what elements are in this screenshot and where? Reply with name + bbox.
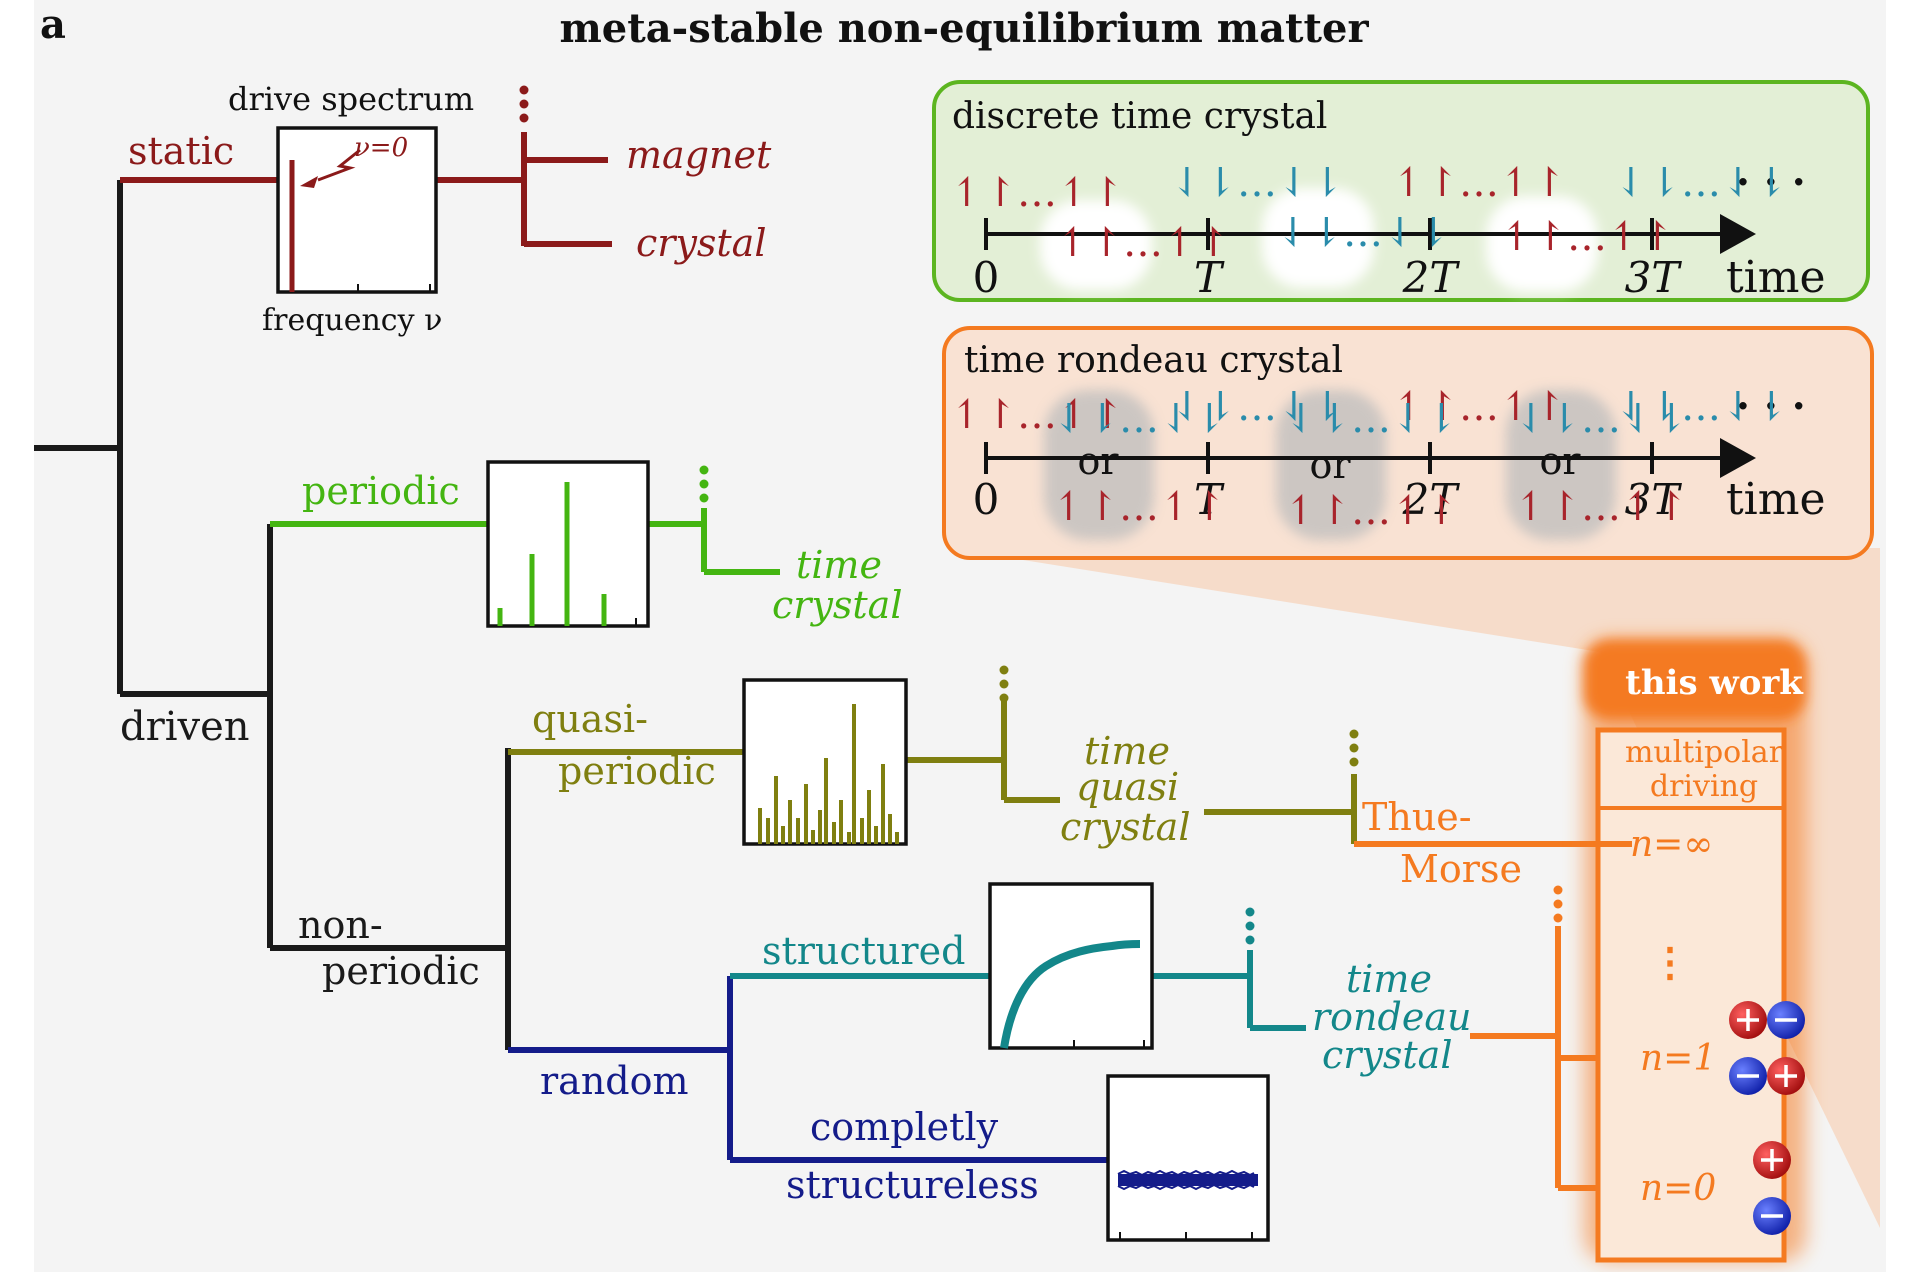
trc-spin-up-0: ↿↾…↿↾ <box>950 392 1124 438</box>
phase-trc-1: time <box>1346 957 1432 1001</box>
trc-or1-up: ↿↾…↿↾ <box>1052 484 1226 530</box>
this-work-badge: this work <box>1625 663 1804 703</box>
trc-ellipsis: · · · <box>1736 383 1806 430</box>
trc-spin-down-T: ⇃⇂…⇃⇂ <box>1170 384 1344 430</box>
dtc-spin-down-3T: ⇃⇂…⇃⇂ <box>1614 160 1788 206</box>
phase-tqc-2: quasi <box>1076 765 1179 809</box>
dtc-ellipsis: · · · <box>1736 159 1806 206</box>
random-branch <box>508 976 1108 1163</box>
phase-thue-1: Thue- <box>1362 795 1472 839</box>
label-n-inf: n=∞ <box>1630 824 1713 865</box>
trc-spin-up-2T: ↿↾…↿↾ <box>1392 384 1566 430</box>
panel-label: a <box>40 1 66 48</box>
dtc-spin-down-T: ⇃⇂…⇃⇂ <box>1170 160 1344 206</box>
phase-trc-2: rondeau <box>1312 995 1471 1039</box>
trc-tick-3T: 3T <box>1625 475 1683 524</box>
label-non-periodic-2: periodic <box>322 949 480 993</box>
quasi-spectrum-box <box>742 678 908 846</box>
label-quasi-2: periodic <box>558 749 716 793</box>
quasi-vdots-1 <box>999 665 1009 703</box>
dtc-time-label: time <box>1726 252 1826 303</box>
trc-or2-label: or <box>1309 443 1351 487</box>
structured-vdots <box>1245 907 1255 945</box>
dtc-title: discrete time crystal <box>952 96 1327 137</box>
this-work-panel <box>1584 640 1806 1263</box>
trc-time-label: time <box>1726 474 1826 525</box>
label-structureless: structureless <box>786 1163 1039 1207</box>
trc-or2-down: ⇃⇂…⇃⇂ <box>1284 396 1458 442</box>
spectrum-nu-label: ν=0 <box>354 133 408 163</box>
dtc-spin-down-mid2: ⇃⇂…⇃⇂ <box>1276 210 1450 256</box>
root-branches <box>34 180 511 1050</box>
dtc-spin-up-0: ↿↾…↿↾ <box>950 170 1124 216</box>
label-non-periodic-1: non- <box>298 903 383 947</box>
random-spectrum-box <box>1106 1074 1270 1242</box>
static-branch <box>120 132 612 247</box>
label-n-0: n=0 <box>1640 1168 1716 1209</box>
label-n-1: n=1 <box>1640 1038 1716 1079</box>
quasi-branch <box>508 700 1357 844</box>
dtc-spin-up-2T: ↿↾…↿↾ <box>1392 160 1566 206</box>
figure-title: meta-stable non-equilibrium matter <box>559 5 1369 52</box>
trc-box <box>942 326 1874 560</box>
trc-tick-2T: 2T <box>1402 475 1461 524</box>
trc-or3-up: ↿↾…↿↾ <box>1514 484 1688 530</box>
multipolar-header-1: multipolar <box>1625 735 1784 770</box>
dtc-tick-2T: 2T <box>1402 253 1461 302</box>
dtc-tick-T: T <box>1194 253 1225 302</box>
label-quasi-1: quasi- <box>532 697 648 741</box>
dtc-box <box>932 80 1870 302</box>
trc-or3-down: ⇃⇂…⇃⇂ <box>1514 396 1688 442</box>
phase-time-crystal-1: time <box>796 543 882 587</box>
multipolar-header-2: driving <box>1650 769 1758 804</box>
dtc-tick-0: 0 <box>973 253 1000 302</box>
phase-tqc-1: time <box>1084 729 1170 773</box>
phase-thue-2: Morse <box>1400 847 1522 891</box>
static-vdots <box>519 85 529 123</box>
dtc-spin-up-mid1: ↿↾…↿↾ <box>1056 220 1230 266</box>
static-spectrum-box <box>276 126 438 294</box>
trc-spin-down-3T: ⇃⇂…⇃⇂ <box>1614 384 1788 430</box>
trc-title: time rondeau crystal <box>964 340 1343 381</box>
multipolar-vdots <box>1553 885 1563 923</box>
trc-or2-up: ↿↾…↿↾ <box>1284 488 1458 534</box>
monopole-charges <box>1753 1141 1791 1235</box>
periodic-spectrum-box <box>486 460 650 628</box>
structured-spectrum-box <box>988 882 1154 1050</box>
quasi-vdots-2 <box>1349 729 1359 767</box>
trc-tick-0: 0 <box>973 475 1000 524</box>
phase-time-crystal-2: crystal <box>772 583 903 627</box>
trc-tick-T: T <box>1194 475 1225 524</box>
dtc-spin-up-mid3: ↿↾…↿↾ <box>1500 214 1674 260</box>
spectrum-xlabel: frequency ν <box>262 303 442 338</box>
label-structured: structured <box>762 929 965 973</box>
phase-trc-3: crystal <box>1322 1033 1453 1077</box>
dipole-charges <box>1729 1001 1805 1095</box>
trc-or3-label: or <box>1539 439 1581 483</box>
multipolar-vdots-inner: ⋮ <box>1650 939 1690 986</box>
periodic-vdots <box>699 465 709 503</box>
trc-or1-down: ⇃⇂…⇃⇂ <box>1052 396 1226 442</box>
spectrum-title: drive spectrum <box>228 80 474 118</box>
label-driven: driven <box>120 704 250 750</box>
label-random: random <box>540 1059 689 1103</box>
label-completly: completly <box>810 1105 999 1149</box>
periodic-branch <box>270 508 780 575</box>
dtc-tick-3T: 3T <box>1625 253 1683 302</box>
phase-crystal: crystal <box>636 221 767 265</box>
structured-branch <box>730 950 1306 1031</box>
trc-or1-label: or <box>1077 439 1119 483</box>
phase-magnet: magnet <box>626 133 772 177</box>
label-static: static <box>128 129 234 173</box>
label-periodic: periodic <box>302 469 460 513</box>
phase-tqc-3: crystal <box>1060 805 1191 849</box>
